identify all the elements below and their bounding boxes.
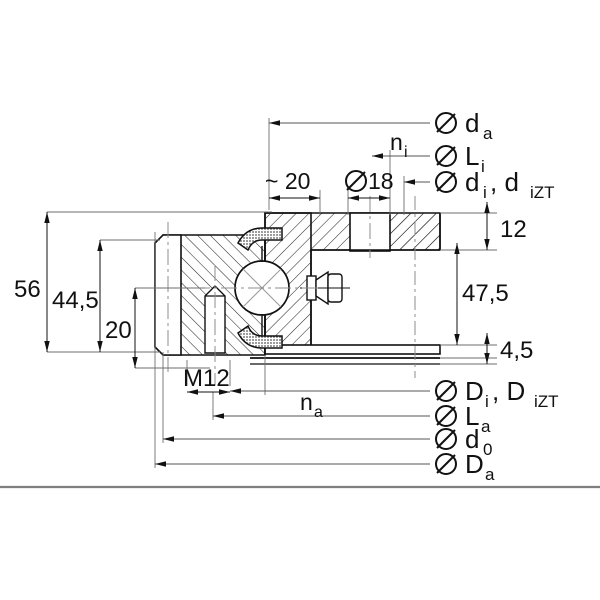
diameter-icon (435, 171, 457, 193)
dim-dia-18-label: 18 (345, 168, 394, 194)
dim-12-label: 12 (500, 216, 527, 243)
seal-bottom (237, 324, 283, 349)
callout-da: d a (435, 108, 493, 143)
svg-text:i: i (485, 392, 489, 411)
svg-text:D: D (465, 376, 484, 406)
svg-text:d: d (465, 167, 479, 197)
svg-text:d: d (465, 108, 479, 138)
caption-ni: n i (390, 129, 408, 161)
diameter-slash-icon (436, 406, 456, 426)
callout-Da: D a (435, 449, 495, 484)
diameter-slash-icon (436, 172, 456, 192)
svg-text:, d: , d (490, 167, 519, 197)
svg-text:iZT: iZT (530, 183, 555, 202)
dim-20-label: 20 (105, 317, 132, 344)
diameter-icon (435, 380, 457, 402)
diameter-slash-icon (436, 146, 456, 166)
svg-text:i: i (481, 157, 485, 176)
svg-text:D: D (465, 449, 484, 479)
diameter-slash-icon (436, 113, 456, 133)
diameter-icon (435, 453, 457, 475)
svg-text:a: a (481, 417, 491, 436)
diameter-icon (435, 112, 457, 134)
diameter-slash-icon (436, 429, 456, 449)
bottom-dimension-lines (155, 388, 430, 467)
bearing-cross-section (47, 118, 497, 468)
caption-na: n a (300, 389, 323, 421)
dim-44_5-label: 44,5 (52, 287, 99, 314)
svg-text:0: 0 (483, 440, 492, 459)
dim-4_5-label: 4,5 (500, 337, 533, 364)
svg-text:n: n (390, 129, 403, 155)
callouts-bottom: D i , D iZT L a d 0 D a (435, 376, 559, 484)
diameter-icon (435, 405, 457, 427)
svg-text:L: L (465, 401, 479, 431)
svg-text:a: a (485, 465, 495, 484)
svg-text:a: a (483, 124, 493, 143)
diameter-icon (435, 428, 457, 450)
diameter-slash-icon (436, 454, 456, 474)
diameter-slash-icon (436, 381, 456, 401)
callout-Di-DiZT: D i , D iZT (435, 376, 559, 411)
svg-text:18: 18 (368, 168, 394, 194)
svg-text:i: i (404, 144, 408, 161)
svg-text:n: n (300, 389, 313, 415)
callout-Li: L i (435, 141, 485, 176)
dimension-text-group: ~ 20 18 n i 56 44,5 20 12 47,5 4,5 (14, 129, 533, 421)
callout-di-diZT: d i , d iZT (435, 167, 555, 202)
projection-lines (47, 118, 497, 468)
diameter-icon (345, 170, 367, 192)
callouts-top: d a L i d i , d iZT (435, 108, 555, 202)
right-dimension-lines (454, 202, 490, 364)
svg-text:L: L (465, 141, 479, 171)
diameter-icon (435, 145, 457, 167)
dim-47_5-label: 47,5 (462, 280, 509, 307)
dim-56-label: 56 (14, 276, 41, 303)
svg-text:a: a (314, 404, 323, 421)
svg-text:, D: , D (492, 376, 525, 406)
callout-d0: d 0 (435, 424, 492, 459)
top-dimension-lines (269, 120, 430, 201)
outer-ring-lower-plate (250, 344, 441, 365)
callout-La: L a (435, 401, 491, 436)
dim-m12-label: M12 (183, 365, 230, 392)
dim-approx-20-label: ~ 20 (265, 168, 310, 194)
left-dimension-lines (44, 212, 138, 368)
svg-text:d: d (465, 424, 479, 454)
svg-text:i: i (483, 183, 487, 202)
svg-text:iZT: iZT (534, 392, 559, 411)
seal-top (237, 227, 283, 252)
